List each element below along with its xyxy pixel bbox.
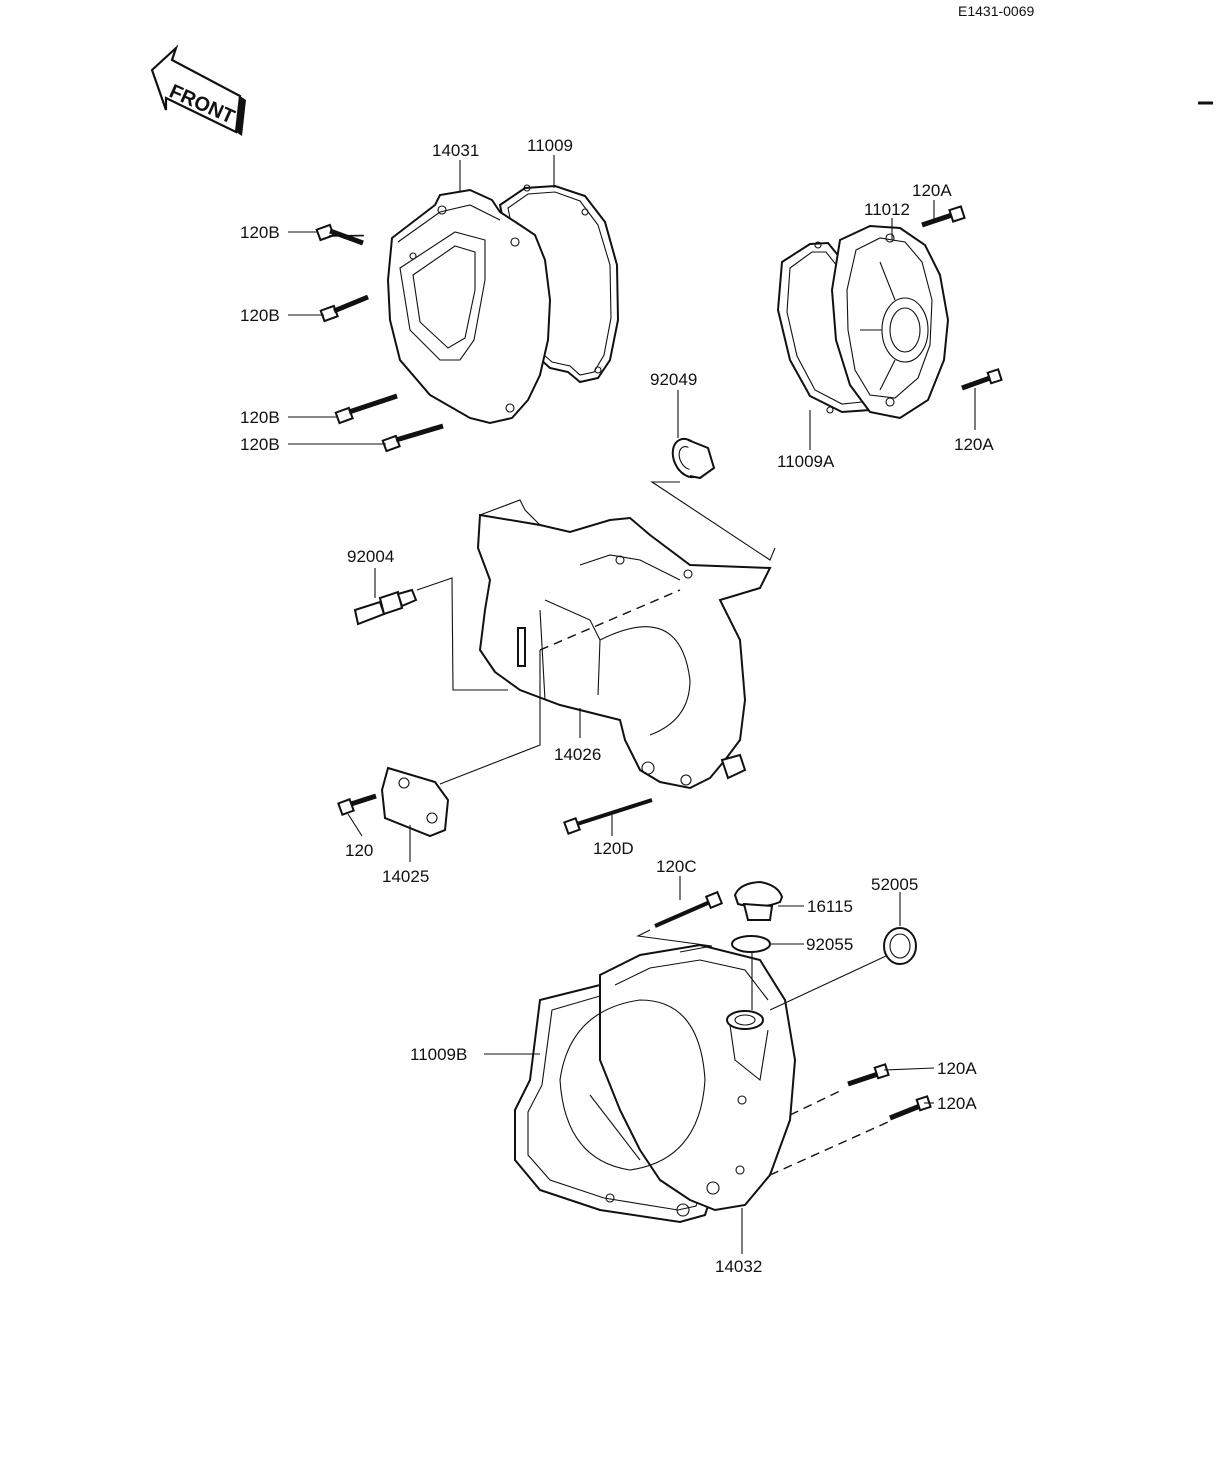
bolt-120c	[654, 890, 724, 928]
label-120b-3: 120B	[240, 408, 280, 427]
leader-14025-path	[439, 650, 541, 785]
fitting-92004	[353, 588, 418, 626]
label-92055: 92055	[806, 935, 853, 954]
label-92049: 92049	[650, 370, 697, 389]
label-14031: 14031	[432, 141, 479, 160]
label-120b-4: 120B	[240, 435, 280, 454]
label-14025: 14025	[382, 867, 429, 886]
leader-120a-low-1	[883, 1067, 935, 1071]
seal-92049	[671, 437, 716, 480]
bolt-120b-1	[315, 223, 364, 246]
label-120a-right: 120A	[954, 435, 994, 454]
leader-52005-path	[769, 955, 887, 1011]
label-52005: 52005	[871, 875, 918, 894]
label-120a-low-2: 120A	[937, 1094, 977, 1113]
leader-120	[347, 813, 363, 837]
label-92004: 92004	[347, 547, 394, 566]
oring-92055	[731, 935, 771, 953]
label-11009b: 11009B	[410, 1045, 467, 1064]
plate-14025	[380, 766, 450, 838]
label-120d: 120D	[593, 839, 634, 858]
bolt-120a-low-1	[847, 1063, 890, 1087]
bolt-120b-3	[334, 393, 398, 425]
label-120: 120	[345, 841, 373, 860]
leader-92049-path	[650, 481, 776, 561]
bolt-120a-right	[961, 368, 1003, 391]
label-120b-2: 120B	[240, 306, 280, 325]
bolt-120a-low-2	[889, 1095, 932, 1121]
label-11012: 11012	[864, 200, 910, 219]
leader-120c-path	[636, 929, 713, 953]
leader-92004-path	[416, 577, 508, 691]
label-120a-top: 120A	[912, 181, 952, 200]
front-arrow-icon: FRONT	[150, 44, 246, 136]
dash-120a-low-1	[789, 1089, 843, 1116]
case-14032	[559, 943, 797, 1217]
label-120c: 120C	[656, 857, 697, 876]
plug-16115	[733, 880, 784, 921]
bolt-120	[337, 793, 377, 816]
bolt-120b-4	[381, 423, 444, 453]
bolt-120a-top	[921, 205, 966, 228]
cover-14026	[476, 499, 772, 790]
label-11009: 11009	[527, 136, 573, 155]
bolt-120b-2	[319, 294, 369, 323]
window-52005	[883, 927, 917, 965]
drawing-code: E1431-0069	[958, 3, 1035, 19]
dash-92004	[539, 589, 681, 651]
bolt-120d	[563, 798, 653, 835]
cover-14031	[386, 188, 552, 425]
label-120b-1: 120B	[240, 223, 280, 242]
label-14032: 14032	[715, 1257, 762, 1276]
cover-11012	[830, 224, 950, 420]
label-120a-low-1: 120A	[937, 1059, 977, 1078]
label-11009a: 11009A	[777, 452, 835, 471]
label-14026: 14026	[554, 745, 601, 764]
label-16115: 16115	[807, 897, 853, 916]
dash-120a-low-2	[769, 1121, 889, 1176]
